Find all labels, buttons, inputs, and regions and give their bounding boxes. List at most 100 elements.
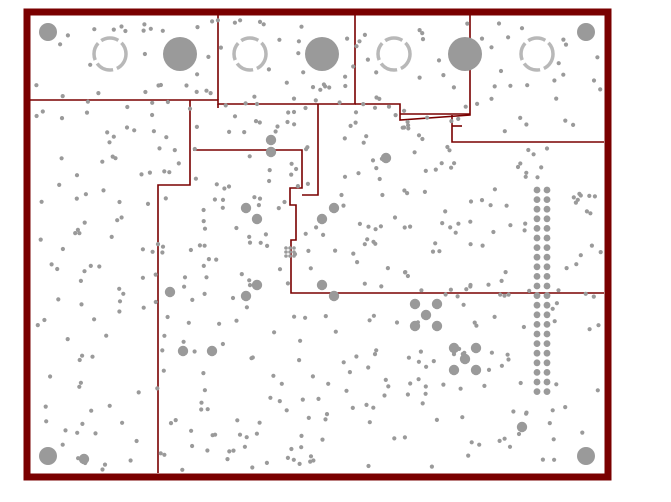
via — [373, 227, 378, 232]
component-pad — [409, 298, 421, 310]
via — [365, 237, 370, 242]
component-pad — [240, 290, 252, 302]
via — [503, 270, 508, 275]
header-pin — [533, 225, 541, 232]
connector-ring — [92, 36, 128, 72]
via — [504, 203, 509, 208]
via — [527, 288, 532, 293]
via — [466, 453, 471, 458]
via — [367, 420, 372, 425]
via — [279, 381, 284, 386]
via — [333, 248, 338, 253]
header-pin — [533, 349, 541, 357]
via — [220, 205, 225, 210]
via — [451, 85, 456, 90]
via — [181, 339, 186, 344]
header-pin — [543, 359, 551, 367]
via — [201, 263, 206, 268]
via — [143, 89, 148, 95]
via — [547, 421, 552, 426]
via — [57, 182, 62, 187]
via — [156, 83, 161, 88]
via — [461, 302, 466, 307]
via — [482, 383, 487, 388]
large-pad — [305, 37, 339, 71]
board-outline — [23, 8, 612, 481]
component-pad — [240, 202, 252, 214]
via — [377, 176, 382, 182]
via — [163, 196, 168, 201]
via — [321, 82, 326, 87]
header-pin — [533, 263, 541, 271]
via — [550, 408, 555, 413]
header-pin — [543, 378, 551, 386]
via — [350, 405, 355, 410]
via — [158, 451, 163, 456]
via — [272, 330, 277, 335]
via — [34, 83, 39, 88]
via — [374, 70, 379, 75]
via — [343, 74, 348, 79]
via — [42, 317, 47, 323]
via — [89, 408, 94, 413]
component-pad — [380, 152, 392, 164]
header-pin — [543, 292, 551, 299]
via — [423, 384, 428, 389]
header-pin — [543, 388, 551, 395]
via — [561, 72, 566, 77]
via — [289, 446, 294, 452]
via — [416, 359, 421, 364]
via — [261, 22, 266, 27]
header-pin — [533, 378, 541, 386]
via — [505, 352, 510, 357]
via — [571, 122, 576, 127]
plane-split-line — [355, 15, 471, 121]
via — [160, 250, 165, 255]
via — [554, 382, 559, 387]
via — [417, 28, 422, 33]
via — [314, 225, 319, 230]
via — [291, 457, 296, 462]
large-pad — [163, 37, 197, 71]
via — [182, 284, 187, 289]
via — [117, 309, 122, 314]
via — [595, 55, 600, 60]
plane-split-line — [193, 149, 604, 294]
plane-split-line — [302, 104, 319, 196]
via — [188, 247, 193, 253]
via — [299, 445, 304, 450]
via — [589, 243, 595, 248]
via — [433, 167, 438, 172]
via — [80, 353, 85, 358]
component-pad — [78, 453, 90, 465]
via — [313, 98, 318, 103]
via — [202, 226, 208, 231]
via — [284, 408, 289, 413]
via — [244, 435, 249, 440]
via — [539, 165, 544, 170]
mounting-hole — [39, 447, 57, 465]
header-pin — [543, 263, 551, 271]
via — [148, 26, 153, 31]
via — [310, 374, 315, 379]
via — [452, 161, 457, 166]
via — [587, 193, 592, 198]
via — [416, 377, 421, 382]
header-pin — [543, 244, 551, 252]
via — [60, 442, 65, 447]
via — [441, 73, 446, 78]
via — [303, 315, 308, 320]
via — [292, 122, 297, 127]
via — [63, 428, 68, 433]
via — [202, 388, 207, 393]
via — [266, 67, 271, 72]
via — [425, 115, 430, 120]
via — [374, 95, 379, 100]
component-pad — [206, 345, 218, 357]
component-pad — [164, 286, 176, 298]
via — [308, 454, 314, 459]
via — [429, 464, 434, 469]
via — [160, 244, 166, 249]
via — [173, 418, 178, 423]
header-pin — [533, 321, 541, 328]
